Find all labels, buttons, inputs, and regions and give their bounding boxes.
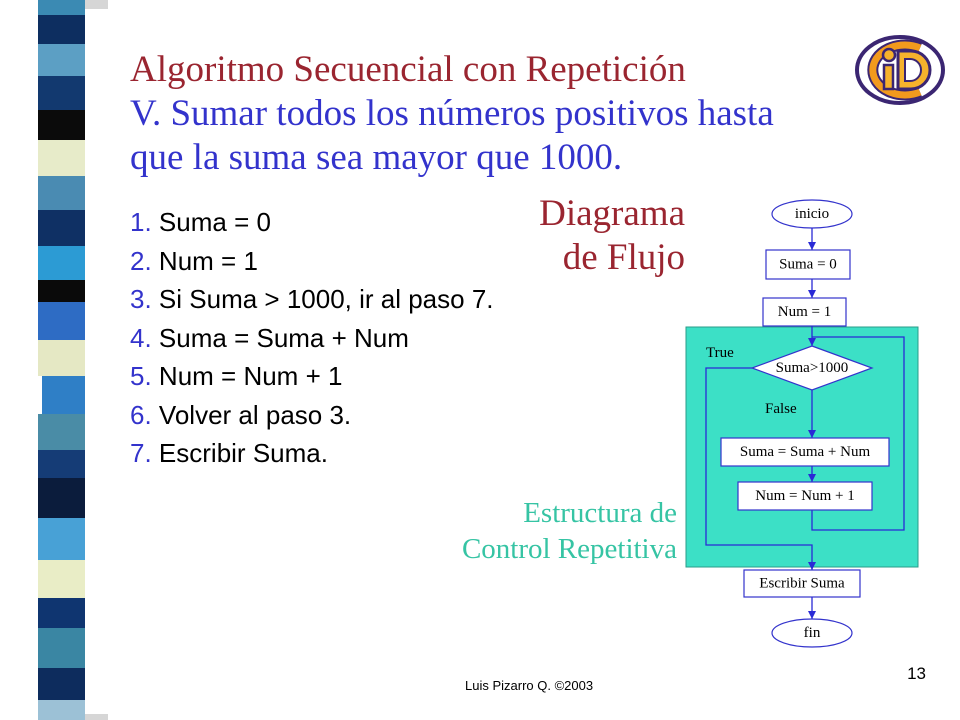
stripe-block <box>38 302 85 340</box>
true-branch-label: True <box>706 345 734 361</box>
step-item: 2. Num = 1 <box>130 242 494 281</box>
footer-credit: Luis Pizarro Q. ©2003 <box>465 678 594 693</box>
stripe-block <box>38 414 85 450</box>
logo-crescent <box>869 41 922 99</box>
condition-label: Suma>1000 <box>776 360 849 376</box>
logo <box>855 35 945 105</box>
step-item: 1. Suma = 0 <box>130 203 494 242</box>
logo-i-dot <box>881 47 897 63</box>
stripe-block <box>38 210 85 246</box>
step-text: Escribir Suma. <box>158 438 328 468</box>
flowchart: inicio Suma = 0 Num = 1 Suma>1000 True F… <box>685 199 919 648</box>
stripe-shade <box>85 0 108 9</box>
algorithm-steps: 1. Suma = 0 2. Num = 1 3. Si Suma > 1000… <box>130 203 494 473</box>
stripe-block <box>38 15 85 44</box>
step-number: 7. <box>130 438 152 468</box>
stripe-block <box>38 246 85 280</box>
title-line: V. Sumar todos los números positivos has… <box>130 93 774 134</box>
stripe-block <box>38 560 85 598</box>
num-update-box <box>737 481 873 511</box>
structure-label: Estructura de Control Repetitiva <box>462 495 677 567</box>
diagram-heading-line: Diagrama <box>539 193 685 234</box>
stripe-block <box>38 450 85 478</box>
stripe-block <box>38 518 85 560</box>
sum-init-box <box>765 249 851 280</box>
step-text: Suma = 0 <box>158 207 271 237</box>
end-label: fin <box>804 625 821 641</box>
page-number: 13 <box>907 664 926 683</box>
true-branch-line <box>705 367 816 570</box>
decorative-stripe-bar <box>38 0 108 720</box>
false-branch-label: False <box>765 401 797 417</box>
output-label: Escribir Suma <box>759 576 845 592</box>
step-text: Volver al paso 3. <box>158 399 352 430</box>
stripe-block <box>38 628 85 668</box>
diagram-heading-line: de Flujo <box>562 237 685 278</box>
sum-update-label: Suma = Suma + Num <box>740 444 871 460</box>
end-terminal <box>771 618 853 648</box>
structure-label-line: Estructura de <box>523 497 677 529</box>
step-text: Suma = Suma + Num <box>158 322 409 353</box>
sum-init-label: Suma = 0 <box>779 257 837 273</box>
structure-label-line: Control Repetitiva <box>461 533 677 565</box>
stripe-block <box>38 0 85 15</box>
stripe-block <box>42 376 85 414</box>
title-heading: Algoritmo Secuencial con Repetición <box>130 49 686 90</box>
step-item: 3. Si Suma > 1000, ir al paso 7. <box>130 280 494 319</box>
step-number: 2. <box>130 245 152 276</box>
loop-return-line <box>811 336 905 531</box>
stripe-block <box>38 478 85 518</box>
step-item: 5. Num = Num + 1 <box>130 357 494 396</box>
step-text: Si Suma > 1000, ir al paso 7. <box>158 284 494 314</box>
step-item: 7. Escribir Suma. <box>130 434 494 473</box>
slide-title: Algoritmo Secuencial con Repetición V. S… <box>130 48 774 180</box>
diagram-heading: Diagrama de Flujo <box>539 192 685 280</box>
stripe-block <box>38 140 85 176</box>
num-update-label: Num = Num + 1 <box>755 488 854 504</box>
step-number: 6. <box>130 399 152 430</box>
start-label: inicio <box>795 206 829 222</box>
step-number: 1. <box>130 207 152 237</box>
stripe-block <box>38 700 85 720</box>
stripe-block <box>38 110 85 140</box>
stripe-block <box>38 76 85 110</box>
stripe-block <box>38 668 85 700</box>
step-number: 4. <box>130 322 152 353</box>
title-line: que la suma sea mayor que 1000. <box>130 137 623 178</box>
logo-letter-i <box>882 63 895 91</box>
step-number: 5. <box>130 361 152 391</box>
stripe-block <box>38 598 85 628</box>
stripe-block <box>38 280 85 302</box>
stripe-block <box>38 44 85 76</box>
step-item: 4. Suma = Suma + Num <box>130 319 494 358</box>
output-box <box>743 569 861 598</box>
step-item: 6. Volver al paso 3. <box>130 396 494 435</box>
stripe-block <box>38 340 85 376</box>
step-text: Num = 1 <box>158 245 258 276</box>
logo-letter-d-counter <box>904 58 922 82</box>
step-text: Num = Num + 1 <box>158 361 343 391</box>
num-init-box <box>762 297 847 327</box>
step-number: 3. <box>130 284 152 314</box>
sum-update-box <box>720 437 890 467</box>
num-init-label: Num = 1 <box>778 304 831 320</box>
stripe-shade <box>85 714 108 720</box>
stripe-block <box>38 176 85 210</box>
